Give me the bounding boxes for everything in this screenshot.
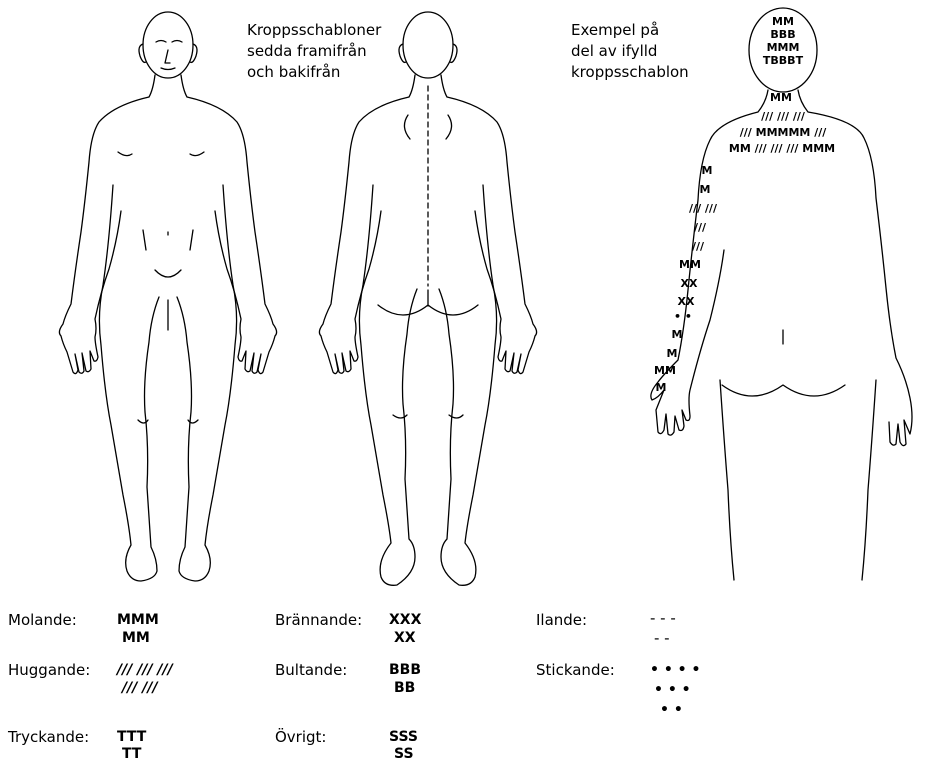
- example-caption: Exempel på del av ifylld kroppsschablon: [571, 20, 689, 83]
- arm-mark-2: M: [700, 183, 711, 196]
- legend-symbol-stickande-1: • • • •: [650, 661, 700, 679]
- head-mark-2: BBB: [770, 28, 795, 41]
- shoulder-mark-2: /// MMMMM ///: [740, 126, 827, 139]
- legend-label-ilande: Ilande:: [536, 611, 587, 629]
- arm-mark-5: ///: [692, 240, 705, 253]
- shoulder-mark-3: MM /// /// /// MMM: [729, 142, 835, 155]
- legend-symbol-ovrigt-2: SS: [394, 745, 414, 763]
- back-body-template: [319, 12, 536, 585]
- legend-symbol-bultande-1: BBB: [389, 661, 421, 679]
- legend-label-tryckande: Tryckande:: [8, 728, 89, 746]
- legend-symbol-tryckande-2: TT: [122, 745, 141, 763]
- head-mark-4: TBBBT: [763, 54, 804, 67]
- legend-label-stickande: Stickande:: [536, 661, 615, 679]
- arm-mark-8: XX: [678, 295, 695, 308]
- front-body-template: [59, 12, 276, 581]
- arm-mark-13: M: [656, 381, 667, 394]
- arm-mark-3: /// ///: [689, 202, 718, 215]
- legend-symbol-bultande-2: BB: [394, 679, 415, 697]
- legend-symbol-molande-1: MMM: [117, 611, 159, 629]
- legend-label-molande: Molande:: [8, 611, 77, 629]
- templates-caption: Kroppsschabloner sedda framifrån och bak…: [247, 20, 381, 83]
- neck-mark: MM: [770, 91, 792, 104]
- head-mark-3: MMM: [767, 41, 800, 54]
- legend-symbol-huggande-2: /// ///: [122, 679, 158, 697]
- head-mark-1: MM: [772, 15, 794, 28]
- legend-symbol-huggande-1: /// /// ///: [117, 661, 173, 679]
- arm-mark-9: • •: [674, 310, 692, 323]
- legend-symbol-ilande-2: - -: [654, 629, 670, 647]
- arm-mark-10: M: [672, 328, 683, 341]
- legend-symbol-brannande-2: XX: [394, 629, 416, 647]
- body-templates-illustration: MM BBB MMM TBBBT MM /// /// /// /// MMMM…: [0, 0, 926, 600]
- arm-mark-1: M: [702, 164, 713, 177]
- legend-symbol-ilande-1: - - -: [650, 609, 676, 627]
- legend-label-huggande: Huggande:: [8, 661, 90, 679]
- arm-mark-11: M: [667, 347, 678, 360]
- legend-symbol-brannande-1: XXX: [389, 611, 421, 629]
- legend-symbol-ovrigt-1: SSS: [389, 728, 418, 746]
- arm-mark-12: MM: [654, 364, 676, 377]
- legend-label-brannande: Brännande:: [275, 611, 362, 629]
- legend-label-ovrigt: Övrigt:: [275, 728, 326, 746]
- arm-mark-7: XX: [681, 277, 698, 290]
- legend-symbol-tryckande-1: TTT: [117, 728, 146, 746]
- legend-symbol-stickande-2: • • •: [654, 681, 691, 699]
- legend-label-bultande: Bultande:: [275, 661, 347, 679]
- legend-symbol-stickande-3: • •: [660, 701, 683, 719]
- legend-symbol-molande-2: MM: [122, 629, 150, 647]
- arm-mark-4: ///: [694, 221, 707, 234]
- arm-mark-6: MM: [679, 258, 701, 271]
- shoulder-mark-1: /// /// ///: [761, 110, 806, 123]
